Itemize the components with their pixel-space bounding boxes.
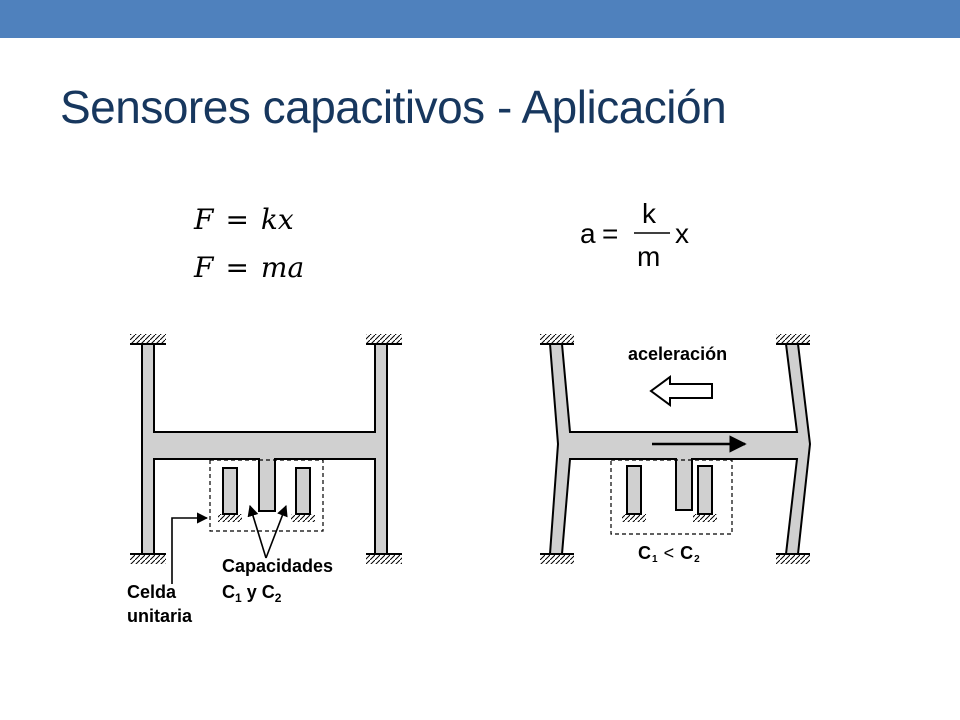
capacitance-pointer-left (247, 504, 267, 559)
unit-cell-box-accel (610, 459, 733, 535)
top-left-anchor-accel (540, 334, 574, 344)
bottom-right-anchor-accel (776, 554, 810, 564)
svg-text:k: k (642, 198, 657, 229)
acceleration-equation: a = k m x (580, 198, 689, 272)
fixed-electrode-left-accel (626, 465, 642, 515)
capacitance-pointer-right (265, 504, 288, 559)
top-right-anchor (366, 334, 402, 344)
svg-text:=: = (602, 218, 618, 249)
cell-label-line2: unitaria (127, 606, 193, 626)
unit-cell-pointer (171, 512, 209, 584)
top-left-anchor (130, 334, 166, 344)
top-right-anchor-accel (776, 334, 810, 344)
acceleration-label: aceleración (628, 344, 727, 364)
equation-newton: F=ma (194, 251, 305, 284)
top-accent-bar (0, 0, 960, 38)
svg-text:a: a (580, 218, 596, 249)
acceleration-arrow-icon (649, 375, 713, 407)
proof-mass-structure (141, 343, 388, 555)
force-equations: F=kx F=ma (194, 196, 304, 292)
capacitances-label: Capacidades (222, 556, 333, 576)
bottom-right-anchor (366, 554, 402, 564)
unit-cell-box (209, 459, 324, 532)
right-diagram-accelerated: aceleración C1<C2 (540, 334, 812, 565)
fixed-electrode-left (222, 467, 238, 515)
cell-label-line1: Celda (127, 582, 177, 602)
fixed-electrode-right (295, 467, 311, 515)
capacitance-relation: C1<C2 (638, 543, 700, 565)
svg-text:m: m (637, 241, 660, 272)
proof-mass-structure-deflected (548, 343, 812, 555)
svg-text:x: x (675, 218, 689, 249)
equation-hooke: F=kx (194, 203, 294, 236)
slide-title: Sensores capacitivos - Aplicación (60, 81, 727, 133)
fixed-electrode-right-accel (697, 465, 713, 515)
bottom-left-anchor (130, 554, 166, 564)
bottom-left-anchor-accel (540, 554, 574, 564)
